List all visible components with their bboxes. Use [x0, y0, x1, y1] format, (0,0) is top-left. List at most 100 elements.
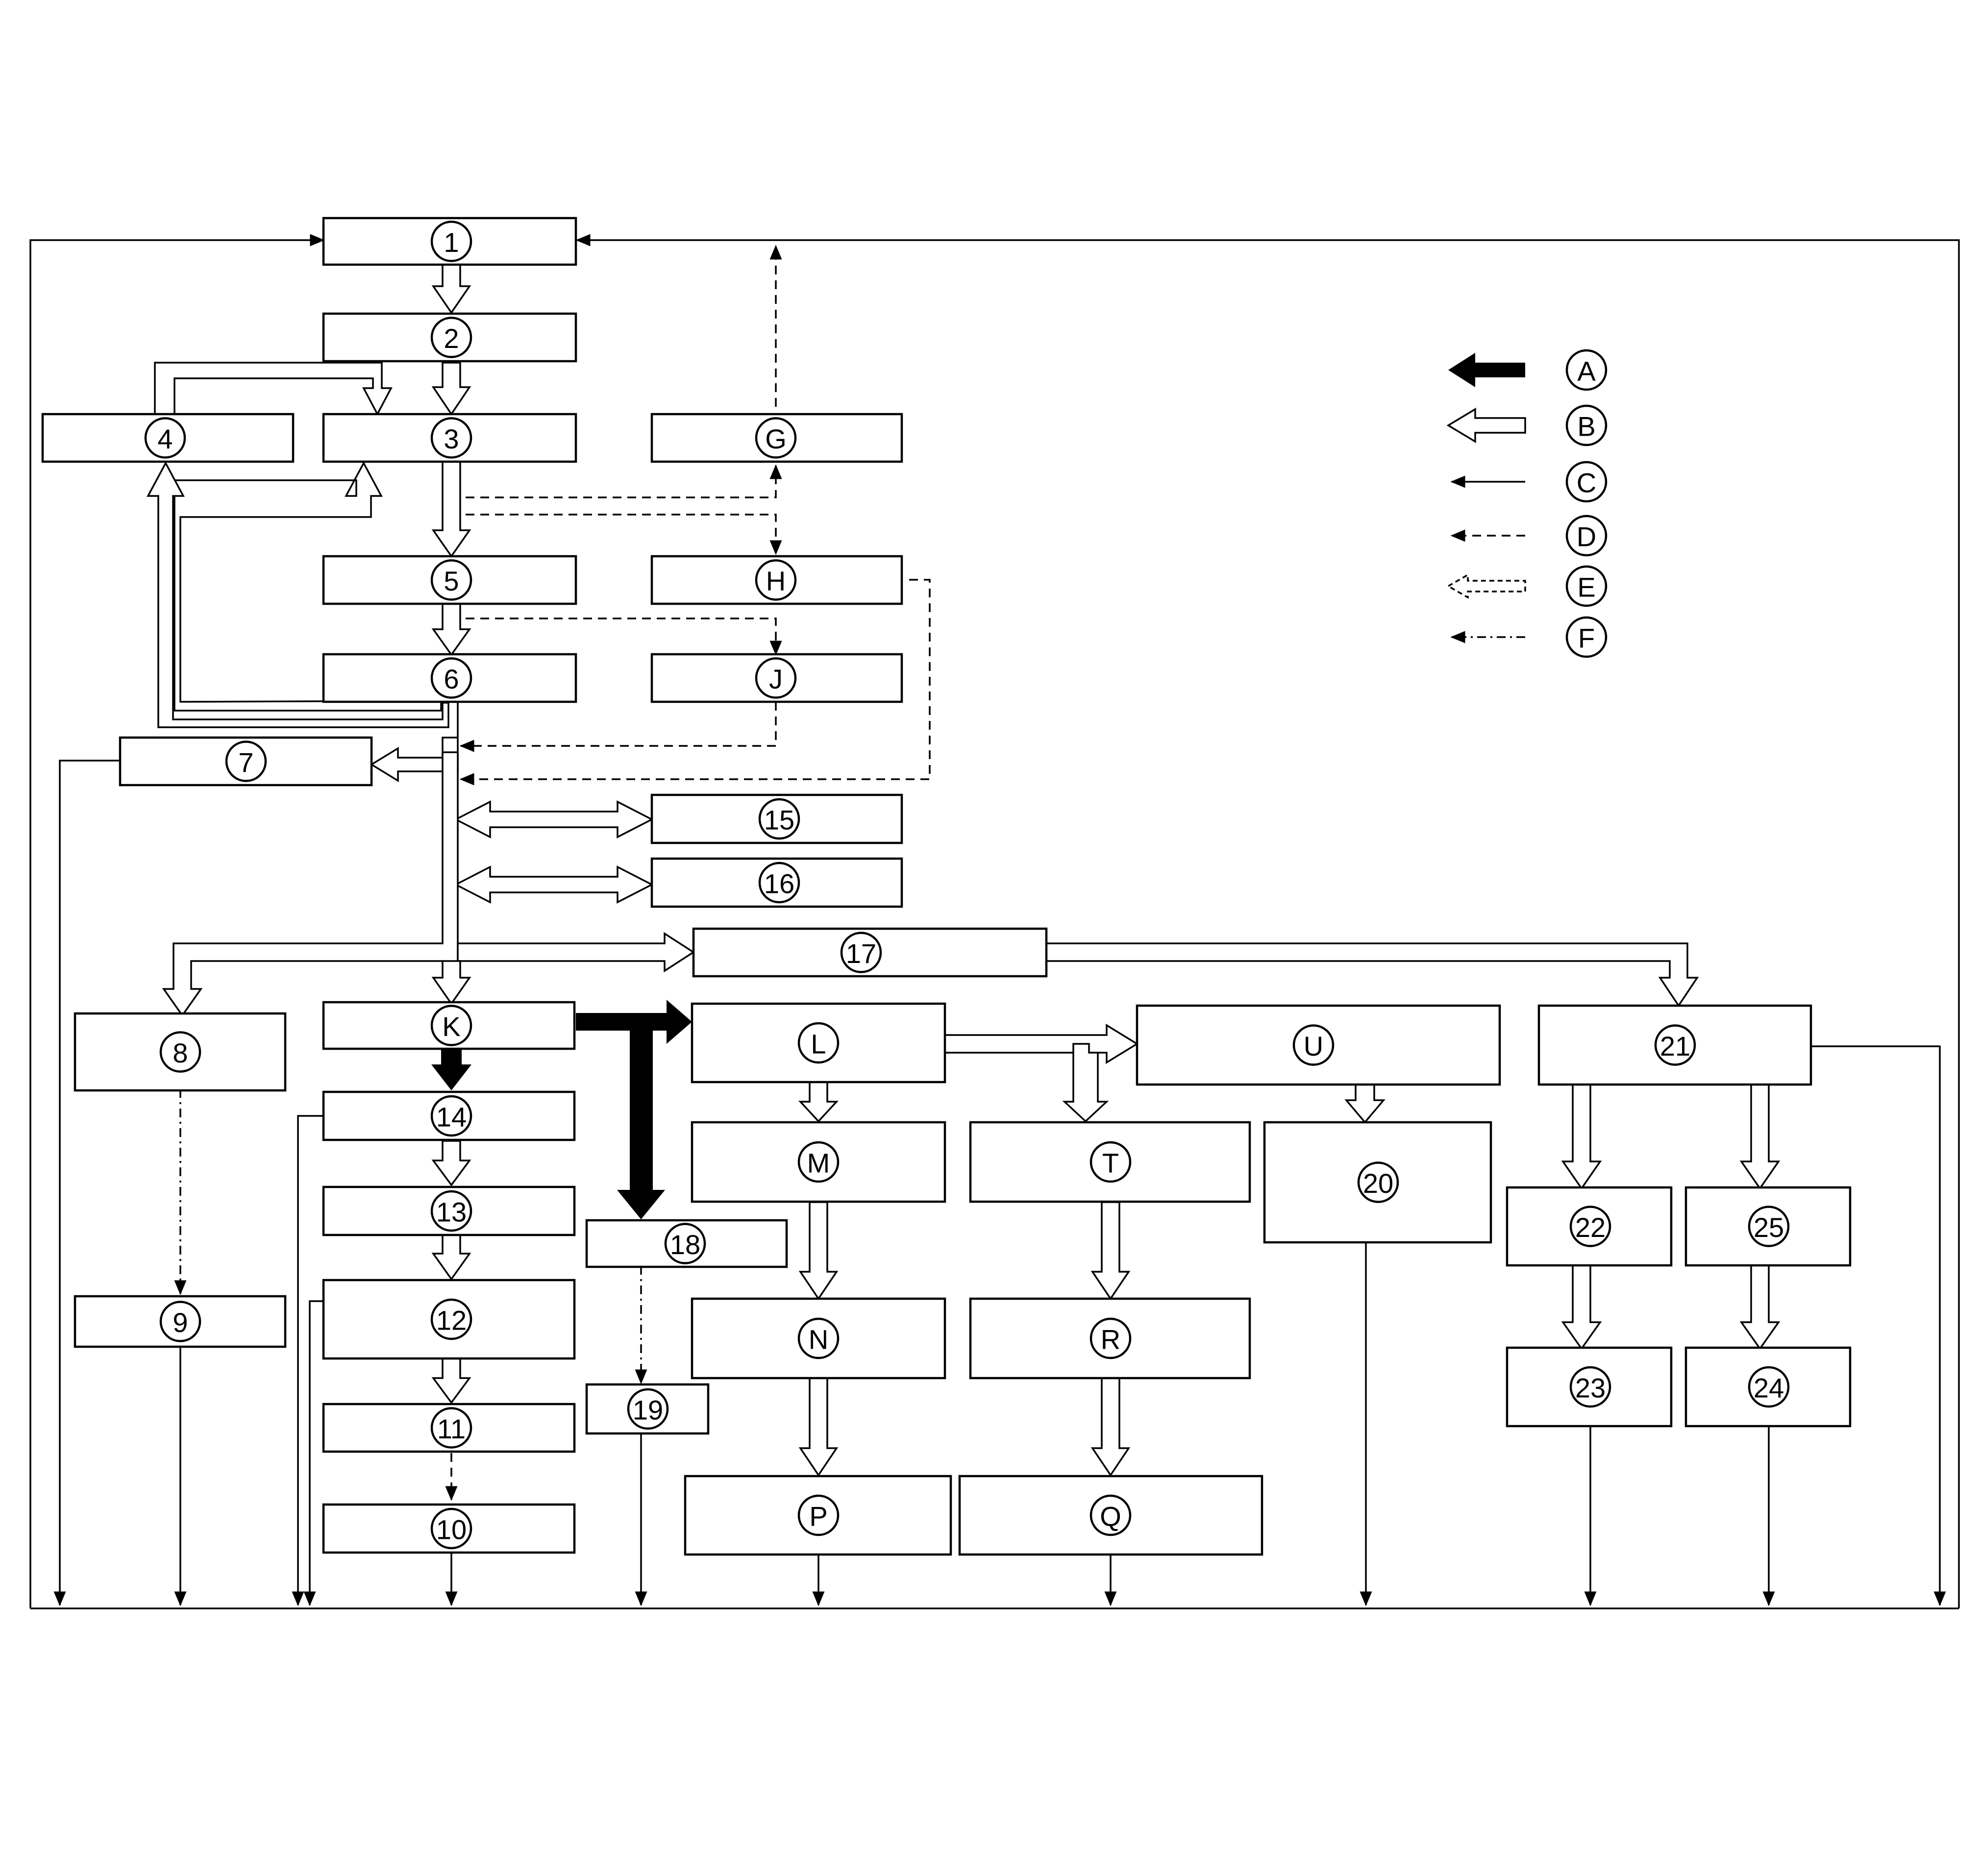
node-label-circle	[797, 1022, 840, 1064]
node-14: 14	[322, 1090, 576, 1141]
arrow-N-to-P	[798, 1377, 839, 1477]
node-label-circle	[664, 1223, 706, 1264]
node-label: 9	[173, 1307, 188, 1338]
node-18: 18	[585, 1219, 788, 1268]
node-label: 23	[1575, 1373, 1606, 1404]
legend-thick-arrow	[1448, 353, 1525, 387]
legend-hollow-dashed-arrow	[1446, 573, 1526, 599]
node-10: 10	[322, 1503, 576, 1554]
node-Q: Q	[958, 1475, 1263, 1556]
arrow-L-to-U	[944, 1023, 1139, 1064]
arrow-K-to-14	[431, 1046, 471, 1090]
legend-key-A: A	[1577, 356, 1596, 387]
legend-key-C: C	[1577, 468, 1596, 498]
node-J: J	[650, 653, 903, 703]
node-label: 8	[173, 1037, 188, 1068]
arrow-1-to-2	[431, 264, 471, 315]
legend-key-D: D	[1577, 521, 1596, 552]
node-label-circle	[430, 1407, 472, 1449]
arrow-M-to-N	[798, 1201, 839, 1301]
node-3: 3	[322, 413, 577, 463]
node-label-circle	[430, 1005, 472, 1046]
node-label-circle	[840, 932, 882, 973]
node-label: T	[1102, 1148, 1119, 1179]
arrow-12-to-11	[431, 1357, 471, 1404]
legend-key-circle-B	[1565, 404, 1608, 446]
legend-key-circle-D	[1565, 515, 1608, 557]
node-G: G	[650, 413, 903, 463]
hollow-arrows	[147, 264, 1781, 1477]
arrow-3-to-5	[431, 461, 471, 558]
node-25: 25	[1684, 1186, 1852, 1267]
node-label-circle	[430, 1507, 472, 1550]
arrow-6-to-4	[147, 461, 449, 728]
node-label-circle	[1292, 1024, 1335, 1066]
node-label-circle	[1654, 1024, 1696, 1066]
node-label-circle	[797, 1317, 840, 1359]
node-label-circle	[430, 317, 472, 358]
node-2: 2	[322, 312, 577, 363]
node-label: P	[809, 1501, 827, 1532]
node-label-circle	[755, 559, 797, 601]
node-label-circle	[144, 417, 186, 459]
node-label: N	[809, 1324, 828, 1355]
arrow-14-to-13	[431, 1140, 471, 1186]
legend-key-B: B	[1577, 411, 1595, 442]
node-21: 21	[1537, 1004, 1812, 1086]
node-label-circle	[755, 657, 797, 699]
node-label-circle	[430, 657, 472, 699]
arrow-L-to-T	[1062, 1043, 1109, 1123]
node-label: 11	[437, 1413, 466, 1444]
node-label-circle	[430, 559, 472, 601]
arrow-17-to-21	[1045, 942, 1699, 1008]
node-label: 5	[444, 566, 459, 596]
node-label: 19	[633, 1395, 663, 1426]
node-label-circle	[1748, 1366, 1790, 1408]
node-H: H	[650, 555, 903, 605]
node-label-circle	[1089, 1141, 1132, 1183]
arrow-U-to-20	[1344, 1082, 1386, 1124]
node-label: 14	[436, 1102, 467, 1133]
node-label: J	[769, 664, 783, 694]
node-N: N	[691, 1297, 946, 1380]
arrow-L-to-M	[798, 1081, 839, 1123]
node-11: 11	[322, 1403, 576, 1453]
node-16: 16	[650, 857, 903, 908]
legend-key-F: F	[1578, 623, 1595, 654]
node-label-circle	[627, 1388, 669, 1430]
node-label: 7	[238, 747, 253, 778]
arrow-6-to-15	[454, 800, 654, 839]
node-label-circle	[1748, 1206, 1790, 1247]
node-label: L	[811, 1029, 826, 1060]
node-R: R	[969, 1297, 1251, 1380]
node-label-circle	[1569, 1206, 1611, 1247]
node-22: 22	[1506, 1186, 1673, 1267]
node-4: 4	[41, 413, 295, 463]
node-label: 25	[1754, 1212, 1784, 1243]
node-M: M	[691, 1121, 946, 1203]
node-label: 10	[436, 1514, 467, 1545]
legend-key-circle-F	[1565, 616, 1608, 658]
node-P: P	[684, 1475, 952, 1556]
arrow-trunk-to-17-right	[457, 932, 695, 973]
node-label-circle	[1089, 1494, 1132, 1536]
node-label-circle	[1357, 1161, 1399, 1203]
node-label: 3	[444, 423, 459, 454]
legend-hollow-arrow	[1446, 407, 1526, 444]
dashed-arrows	[445, 245, 931, 1501]
node-label: 20	[1363, 1168, 1393, 1199]
node-K: K	[322, 1001, 576, 1050]
node-label-circle	[430, 1095, 472, 1137]
legend-key-circle-A	[1565, 349, 1608, 391]
node-label: G	[765, 423, 787, 454]
node-13: 13	[322, 1185, 576, 1236]
node-label-circle	[159, 1301, 201, 1342]
node-label: 15	[764, 805, 794, 836]
arrow-21-to-25	[1739, 1084, 1781, 1190]
node-label-circle	[1089, 1317, 1132, 1359]
node-label: U	[1304, 1031, 1323, 1061]
node-U: U	[1136, 1004, 1501, 1086]
node-label: 6	[444, 664, 459, 694]
